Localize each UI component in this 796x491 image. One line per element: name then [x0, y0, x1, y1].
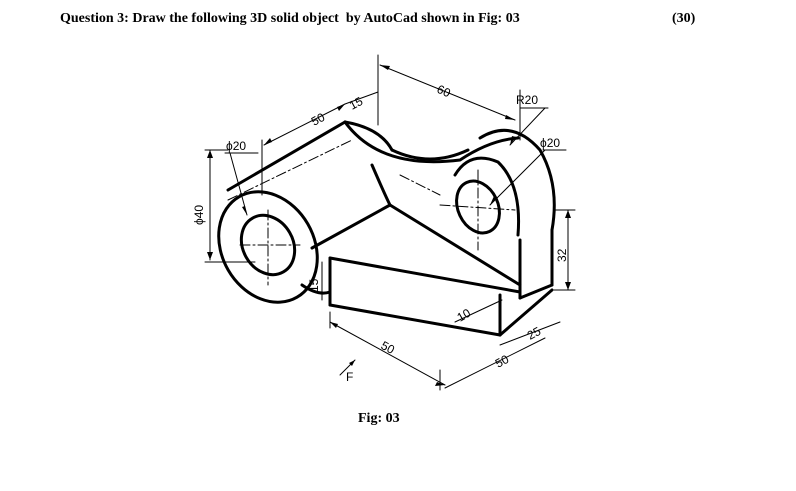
- dim-15-side-label: 15: [307, 278, 321, 292]
- dim-50-top-label: 50: [309, 110, 328, 129]
- dimension-lines: [204, 54, 576, 391]
- dim-60-label: 60: [435, 82, 453, 100]
- marks-label: (30): [672, 11, 696, 26]
- dim-50-bottom-right-label: 50: [493, 352, 512, 371]
- center-lines: [227, 139, 516, 286]
- dim-15-top-label: 15: [347, 94, 366, 113]
- dimension-labels: 60 50 15 R20 ϕ20 ϕ20 ϕ40 15 32 10 25 50 …: [192, 82, 569, 384]
- dim-r20-label: R20: [516, 93, 538, 107]
- dim-25-label: 25: [525, 324, 544, 343]
- dim-10-label: 10: [455, 306, 474, 325]
- dim-phi20-right-label: ϕ20: [540, 136, 560, 150]
- left-boss-outer: [217, 190, 319, 304]
- left-boss-hole: [239, 213, 297, 277]
- dim-32-label: 32: [555, 248, 569, 262]
- question-text: Question 3: Draw the following 3D solid …: [60, 11, 520, 26]
- view-direction-label: F: [346, 370, 353, 384]
- object-outline: [217, 120, 556, 337]
- dim-phi40-label: ϕ40: [192, 205, 206, 225]
- arrowheads: [207, 65, 571, 386]
- dim-phi20-left-label: ϕ20: [226, 139, 246, 153]
- figure-caption: Fig: 03: [358, 411, 400, 426]
- dim-50-bottom-left-label: 50: [379, 338, 398, 357]
